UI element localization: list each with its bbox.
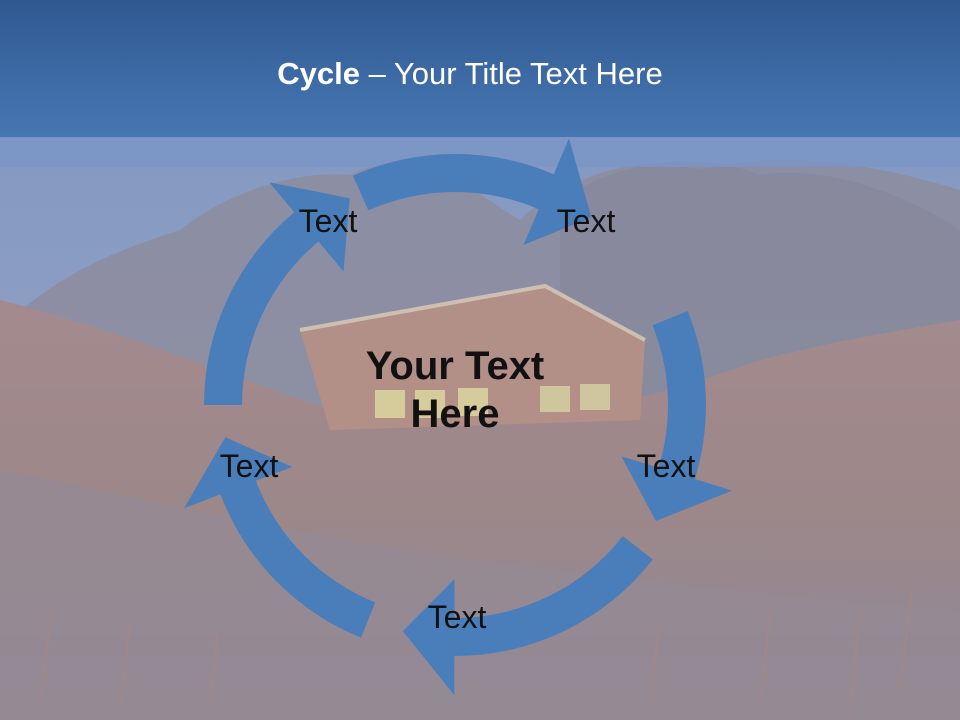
title-bold-part: Cycle [277,56,360,91]
cycle-node-label: Text [636,448,696,484]
title-regular-part: – Your Title Text Here [360,56,663,91]
slide-title: Cycle – Your Title Text Here [0,54,940,94]
house-shape [299,283,646,430]
cycle-arrow [352,138,592,245]
cycle-node-label: Text [556,203,616,239]
cycle-arrow [402,536,653,695]
cycle-arrow [621,311,733,521]
cycle-arrow [184,437,376,638]
cycle-arrow [204,182,350,405]
cycle-node-label: Text [298,203,358,239]
center-text: Your Text Here [365,344,545,436]
cycle-node-label: Text [427,599,487,635]
title-bar: Cycle – Your Title Text Here [0,0,960,137]
cycle-node-label: Text [219,448,279,484]
